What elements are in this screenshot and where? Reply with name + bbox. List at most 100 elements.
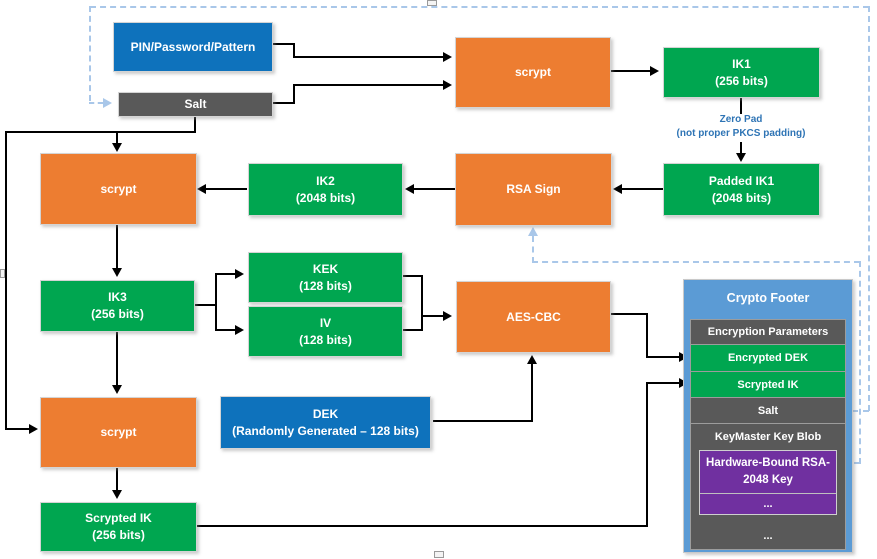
connector-salt-scrypt — [273, 102, 295, 104]
node-label: IV — [319, 315, 332, 330]
dashed-connector-rsa-horiz — [532, 261, 860, 263]
connector-ik3-scrypt3 — [116, 332, 118, 385]
node-label: scrypt — [514, 65, 552, 80]
connector-kek-merge — [403, 275, 423, 277]
node-label: IK3 — [108, 290, 127, 305]
node-ik3[interactable]: IK3 (256 bits) — [40, 280, 195, 332]
node-ik1[interactable]: IK1 (256 bits) — [663, 47, 820, 98]
connector-merge-aes — [421, 315, 443, 317]
dashed-arrowhead-into-rsa-icon — [528, 227, 538, 236]
crypto-footer-title: Crypto Footer — [726, 291, 810, 305]
node-label: IK1 — [732, 56, 751, 71]
connector-rsa-ik2 — [414, 188, 455, 190]
footer-row-ellipsis[interactable]: ... — [763, 529, 773, 542]
node-salt[interactable]: Salt — [118, 92, 273, 117]
dashed-arrowhead-into-salt-icon — [103, 98, 112, 108]
keymaster-label: KeyMaster Key Blob — [714, 431, 822, 443]
connector-salt-scrypt — [293, 84, 443, 86]
arrowhead-icon — [443, 80, 452, 90]
node-ik2[interactable]: IK2 (2048 bits) — [248, 163, 403, 216]
connector-salt-loop — [5, 428, 29, 430]
node-scrypt-2[interactable]: scrypt — [40, 153, 197, 225]
arrowhead-icon — [443, 311, 452, 321]
connector-ik1-padded — [740, 142, 742, 153]
dashed-connector-right-inner — [859, 261, 861, 464]
connector-padded-rsa — [622, 188, 663, 190]
connector-aes-footer — [646, 313, 648, 358]
node-kek[interactable]: KEK (128 bits) — [248, 252, 403, 303]
connector-scryptedik-footer — [646, 382, 679, 384]
dashed-connector-left — [89, 6, 91, 101]
note-line: Zero Pad — [719, 114, 763, 125]
dashed-connector-top — [90, 6, 869, 8]
connector-ik3-split — [195, 304, 217, 306]
connector-ik2-scrypt2 — [206, 188, 247, 190]
connector-salt-loop — [5, 131, 195, 133]
connector-scrypt3-scryptedik — [116, 468, 118, 490]
connector-dek-aes — [531, 364, 533, 422]
connector-scrypt-ik1 — [611, 70, 650, 72]
crypto-footer[interactable]: Crypto Footer Encryption Parameters Encr… — [683, 279, 853, 553]
connector-ik1-padded — [740, 98, 742, 114]
node-scrypted-ik[interactable]: Scrypted IK (256 bits) — [40, 502, 197, 552]
selection-handle-left-icon[interactable] — [0, 269, 5, 278]
node-aes-cbc[interactable]: AES-CBC — [456, 281, 611, 353]
node-sublabel: (2048 bits) — [295, 190, 356, 205]
keymaster-key-box[interactable]: Hardware-Bound RSA-2048 Key ... — [699, 450, 837, 515]
node-label: Scrypted IK — [85, 511, 152, 526]
selection-handle-bottom-icon[interactable] — [434, 551, 444, 558]
arrowhead-icon — [112, 143, 122, 152]
footer-row-encrypted-dek[interactable]: Encrypted DEK — [691, 344, 845, 371]
connector-salt-scrypt — [293, 84, 295, 104]
connector-ik3-kek — [215, 273, 235, 275]
arrowhead-icon — [527, 355, 537, 364]
connector-pin-scrypt — [293, 43, 295, 58]
arrowhead-icon — [736, 153, 746, 162]
connector-ik3-split — [215, 273, 217, 331]
dashed-connector-rsa-vert — [532, 236, 534, 263]
footer-row-scrypted-ik[interactable]: Scrypted IK — [691, 371, 845, 397]
connector-salt-loop — [194, 117, 196, 133]
connector-merge — [421, 275, 423, 331]
connector-pin-scrypt — [293, 56, 443, 58]
node-rsa-sign[interactable]: RSA Sign — [455, 153, 612, 226]
node-sublabel: (256 bits) — [715, 73, 768, 88]
zero-pad-note: Zero Pad (not proper PKCS padding) — [641, 113, 841, 140]
keymaster-ellipsis: ... — [700, 493, 836, 514]
node-label: KEK — [312, 261, 339, 276]
arrowhead-icon — [197, 184, 206, 194]
selection-handle-top-icon[interactable] — [427, 0, 437, 6]
dashed-connector-right-outer — [868, 6, 870, 411]
arrowhead-icon — [443, 52, 452, 62]
node-pin-password-pattern[interactable]: PIN/Password/Pattern — [113, 22, 273, 72]
node-label: PIN/Password/Pattern — [130, 39, 256, 54]
node-label: AES-CBC — [506, 309, 561, 324]
node-label: Salt — [184, 97, 207, 112]
footer-keymaster-blob[interactable]: KeyMaster Key Blob Hardware-Bound RSA-20… — [691, 423, 845, 515]
node-sublabel: (2048 bits) — [711, 190, 772, 205]
node-sublabel: (128 bits) — [299, 278, 352, 293]
connector-scryptedik-footer — [646, 383, 648, 527]
connector-salt-scrypt2 — [116, 131, 118, 143]
node-padded-ik1[interactable]: Padded IK1 (2048 bits) — [663, 163, 820, 216]
node-label: scrypt — [100, 181, 137, 196]
connector-aes-footer — [646, 356, 679, 358]
node-scrypt-3[interactable]: scrypt — [40, 397, 197, 468]
crypto-footer-panel: Encryption Parameters Encrypted DEK Scry… — [690, 319, 846, 550]
note-line: (not proper PKCS padding) — [676, 127, 806, 139]
arrowhead-icon — [650, 66, 659, 76]
footer-row-salt[interactable]: Salt — [691, 397, 845, 423]
arrowhead-icon — [613, 184, 622, 194]
arrowhead-icon — [112, 268, 122, 277]
footer-row-encryption-parameters[interactable]: Encryption Parameters — [707, 326, 829, 338]
node-iv[interactable]: IV (128 bits) — [248, 306, 403, 357]
node-scrypt-1[interactable]: scrypt — [455, 37, 611, 108]
connector-pin-scrypt — [273, 43, 295, 45]
arrowhead-icon — [112, 490, 122, 499]
node-dek[interactable]: DEK (Randomly Generated – 128 bits) — [220, 396, 431, 449]
connector-ik3-iv — [215, 329, 235, 331]
arrowhead-icon — [405, 184, 414, 194]
node-label: scrypt — [100, 425, 137, 440]
node-sublabel: (Randomly Generated – 128 bits) — [232, 423, 419, 438]
